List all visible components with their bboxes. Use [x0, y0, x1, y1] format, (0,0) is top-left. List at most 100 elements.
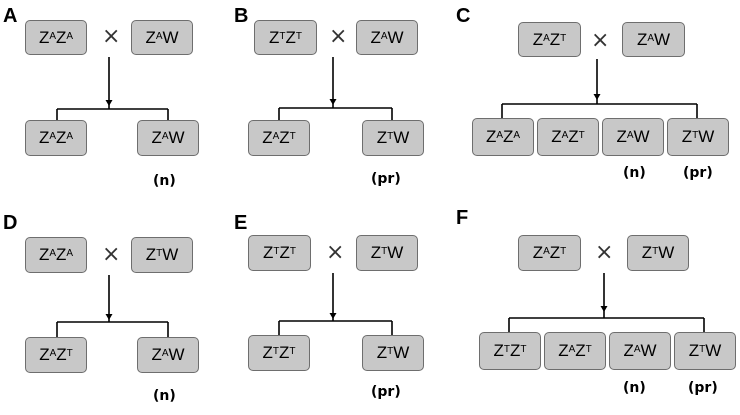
phenotype-note: (n) — [153, 388, 176, 404]
genotype-letter: Z — [376, 128, 388, 147]
genotype-letter: Z — [636, 29, 648, 49]
genotype-letter: Z — [532, 243, 544, 262]
cross-symbol: × — [102, 24, 121, 49]
phenotype-note: (n) — [623, 380, 646, 396]
genotype-letter: W — [633, 127, 650, 146]
genotype-letter: Z — [370, 243, 382, 262]
genotype-letter: Z — [145, 27, 156, 47]
genotype-letter: Z — [56, 128, 67, 147]
genotype-letter: Z — [151, 128, 162, 147]
genotype-letter: W — [698, 127, 715, 146]
genotype-letter: Z — [279, 128, 290, 147]
genotype-letter: Z — [56, 27, 67, 47]
panel-label-d: D — [3, 212, 18, 234]
genotype-letter: Z — [262, 343, 273, 362]
genotype-letter: Z — [532, 29, 544, 49]
genotype-letter: Z — [681, 127, 693, 146]
genotype-letter: W — [387, 27, 404, 47]
genotype-letter: W — [654, 29, 671, 49]
phenotype-note: (pr) — [688, 380, 718, 396]
arrowhead — [105, 100, 113, 106]
genotype-letter: Z — [263, 243, 274, 262]
genotype-letter: Z — [558, 341, 569, 360]
genotype-letter: Z — [503, 127, 514, 146]
genotype-letter: Z — [262, 128, 273, 147]
arrowhead — [329, 313, 337, 319]
genotype-letter: Z — [485, 127, 497, 146]
phenotype-note: (pr) — [371, 384, 401, 400]
cross-symbol: × — [329, 24, 348, 49]
panel-label-c: C — [456, 5, 471, 27]
genotype-letter: Z — [623, 341, 634, 360]
genotype-letter: Z — [568, 127, 579, 146]
genotype-letter: Z — [370, 27, 381, 47]
genotype-letter: Z — [688, 341, 700, 360]
genotype-letter: Z — [38, 128, 50, 147]
genotype-letter: Z — [38, 27, 50, 47]
genotype-letter: W — [162, 245, 179, 264]
genotype-letter: Z — [616, 127, 627, 146]
genotype-letter: Z — [285, 27, 296, 47]
genotype-letter: Z — [510, 341, 521, 360]
genotype-letter: Z — [279, 343, 290, 362]
cross-symbol: × — [326, 240, 345, 265]
panel-label-f: F — [456, 207, 469, 229]
cross-symbol: × — [595, 240, 614, 265]
genotype-letter: Z — [376, 343, 388, 362]
genotype-letter: Z — [56, 345, 67, 364]
genotype-letter: W — [162, 27, 179, 47]
genotype-letter: Z — [38, 245, 50, 264]
phenotype-note: (n) — [623, 165, 646, 181]
genotype-letter: Z — [279, 243, 290, 262]
genotype-letter: W — [640, 341, 657, 360]
genotype-letter: Z — [145, 245, 157, 264]
panel-label-a: A — [3, 5, 18, 27]
genotype-letter: W — [387, 243, 404, 262]
arrowhead — [600, 306, 608, 312]
arrowhead — [329, 99, 337, 105]
genotype-letter: W — [393, 128, 410, 147]
genotype-letter: W — [168, 128, 185, 147]
arrowhead — [593, 94, 601, 100]
cross-symbol: × — [102, 242, 121, 267]
genotype-letter: W — [705, 341, 722, 360]
genotype-letter: Z — [493, 341, 504, 360]
genotype-letter: W — [393, 343, 410, 362]
genotype-letter: W — [168, 345, 185, 364]
genotype-letter: Z — [56, 245, 67, 264]
genotype-letter: Z — [641, 243, 653, 262]
genotype-letter: W — [658, 243, 675, 262]
arrowhead — [105, 314, 113, 320]
panel-label-e: E — [234, 212, 248, 234]
genotype-letter: Z — [549, 243, 561, 262]
genotype-letter: Z — [151, 345, 162, 364]
genotype-letter: Z — [549, 29, 561, 49]
phenotype-note: (n) — [153, 173, 176, 189]
genotype-letter: Z — [269, 27, 280, 47]
genotype-letter: Z — [551, 127, 562, 146]
